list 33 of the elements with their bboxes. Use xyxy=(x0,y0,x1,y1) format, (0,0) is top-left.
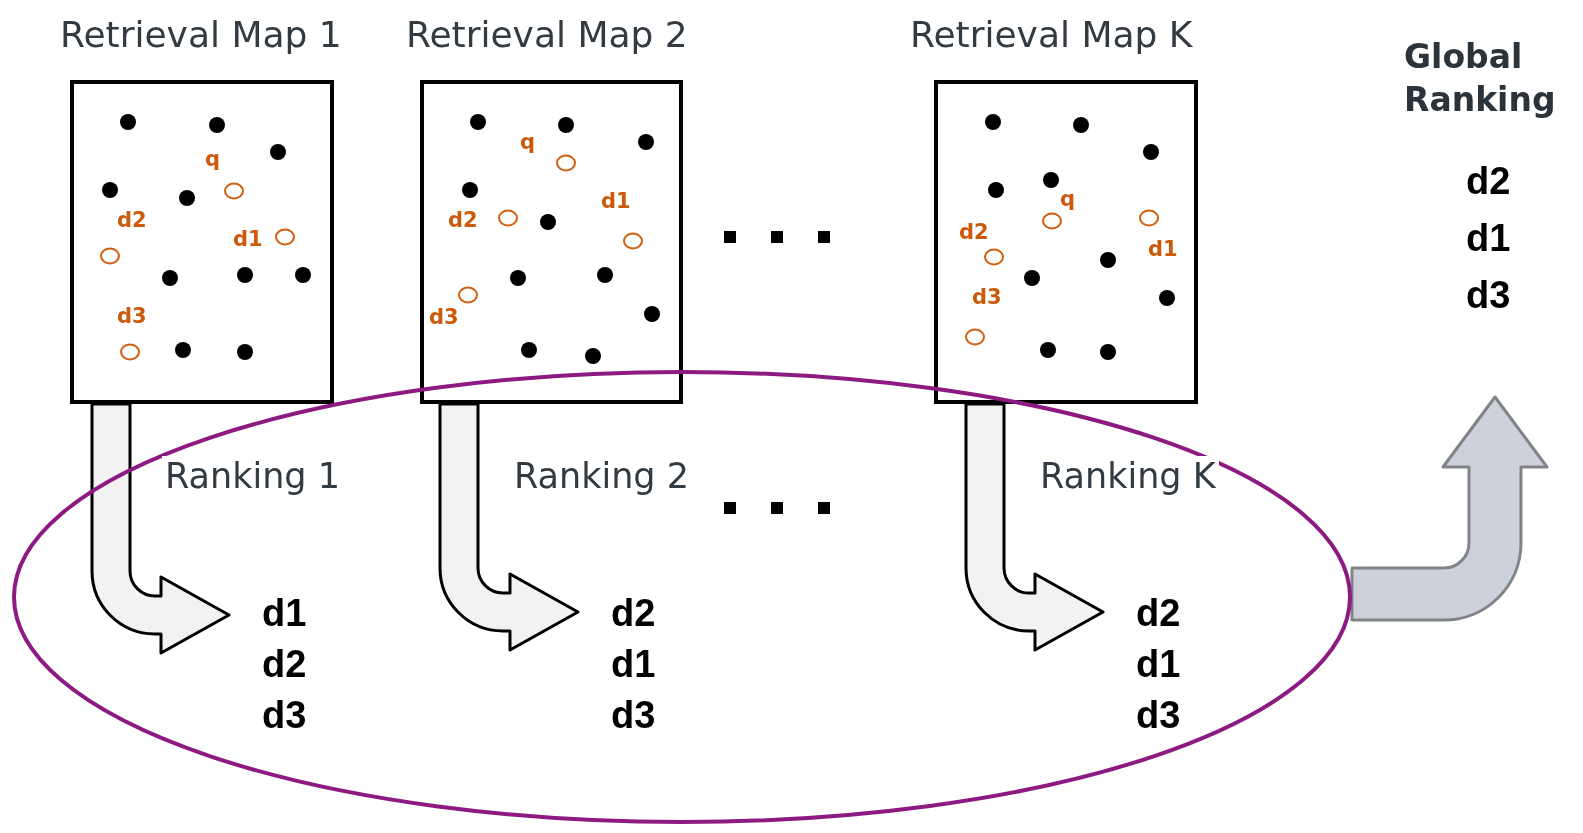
point-label: d1 xyxy=(1148,239,1178,260)
ranked-item: d2 xyxy=(262,642,308,687)
point-label: d3 xyxy=(117,306,147,327)
point-label: d2 xyxy=(448,210,478,231)
point-label: d1 xyxy=(233,229,263,250)
point-label: d1 xyxy=(601,191,631,212)
ellipse-outline xyxy=(12,370,1352,824)
block-arrow xyxy=(438,402,580,652)
block-arrow xyxy=(90,402,231,655)
block-arrow xyxy=(1350,395,1549,622)
ranked-item: d1 xyxy=(262,591,308,636)
ranked-item: d3 xyxy=(262,693,308,738)
ranked-item: d3 xyxy=(1466,273,1512,318)
ranked-item: d1 xyxy=(611,642,657,687)
map-title: Retrieval Map 2 xyxy=(406,14,688,55)
map-title: Retrieval Map K xyxy=(910,14,1193,55)
global-ranking-title: Global Ranking xyxy=(1404,36,1557,121)
point-label: d3 xyxy=(972,287,1002,308)
point-label: q xyxy=(205,149,221,170)
ranked-item: d2 xyxy=(1466,159,1512,204)
point-label: q xyxy=(1060,189,1076,210)
point-label: d2 xyxy=(117,210,147,231)
block-arrow xyxy=(964,402,1105,652)
ranked-item: d1 xyxy=(1136,642,1182,687)
ranked-item: d2 xyxy=(1136,591,1182,636)
map-title: Retrieval Map 1 xyxy=(60,14,342,55)
point-label: q xyxy=(520,132,536,153)
ranked-item: d3 xyxy=(1136,693,1182,738)
ranked-item: d1 xyxy=(1466,216,1512,261)
point-label: d3 xyxy=(429,307,459,328)
ranked-item: d2 xyxy=(611,591,657,636)
ranked-item: d3 xyxy=(611,693,657,738)
point-label: d2 xyxy=(959,222,989,243)
